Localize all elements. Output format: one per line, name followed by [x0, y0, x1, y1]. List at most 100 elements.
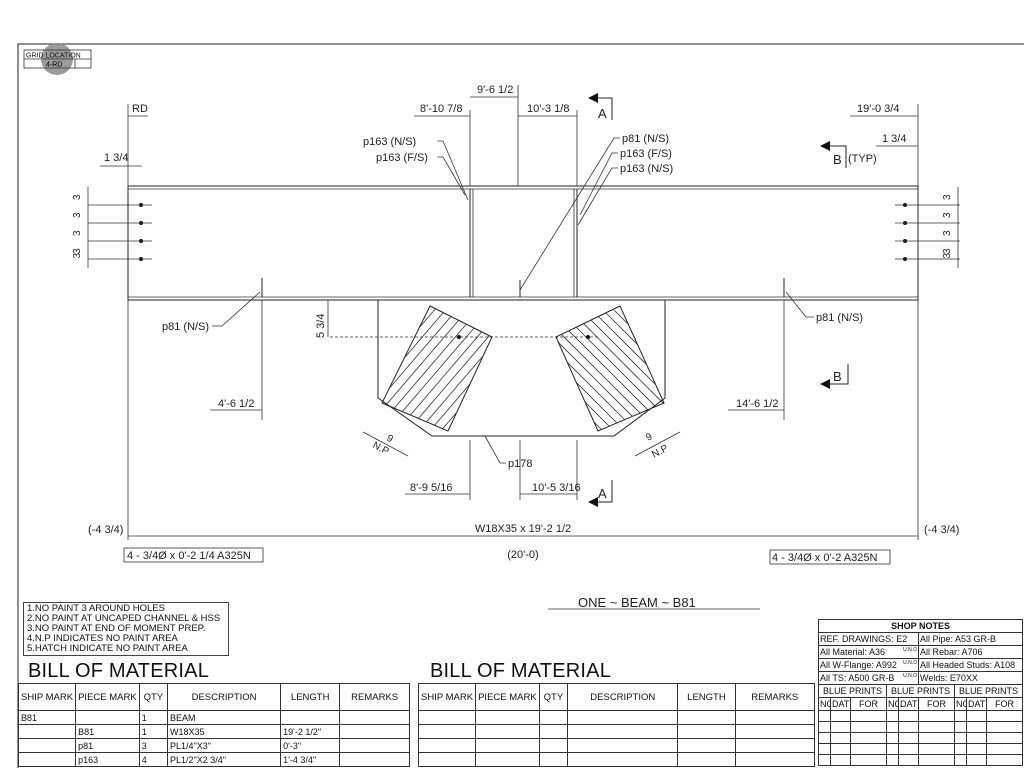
- end-offset-right: (-4 3/4): [924, 524, 959, 536]
- bolt-spacing-left: 3: [72, 230, 83, 236]
- bolt-spacing-right: 3: [942, 230, 953, 236]
- drawing-title: ONE ~ BEAM ~ B81: [578, 595, 696, 610]
- dim-14-6-1-2: 14'-6 1/2: [736, 398, 778, 410]
- col-header: SHIP MARK: [17, 683, 77, 711]
- np-right-label: N.P: [650, 443, 670, 461]
- studs-label: All Headed Studs:: [920, 660, 993, 670]
- beam-label: W18X35 x 19'-2 1/2: [475, 523, 571, 535]
- end-offset-left: (-4 3/4): [88, 524, 123, 536]
- table-cell: p81: [75, 738, 140, 753]
- table-cell: [339, 724, 410, 739]
- grid-location-box: GRID LOCATION 4-RD: [23, 43, 92, 75]
- table-cell: [339, 752, 410, 767]
- table-cell: B81: [17, 710, 77, 725]
- col-date: DATE: [898, 697, 919, 711]
- grid-location-value: 4-RD: [46, 62, 62, 69]
- col-header: REMARKS: [734, 683, 816, 711]
- dim-4-6-1-2: 4'-6 1/2: [218, 398, 254, 410]
- wflange-label: All W-Flange:: [820, 660, 874, 670]
- table-cell: 0'-3": [280, 738, 341, 753]
- dim-1-3-4-right: 1 3/4: [882, 133, 906, 145]
- grid-line-label: RD: [132, 103, 148, 115]
- table-cell: B81: [75, 724, 140, 739]
- blue-prints-header: BLUE PRINTS: [953, 684, 1024, 698]
- uno-label: U.N.O: [903, 673, 917, 679]
- material-value: A36: [869, 647, 886, 657]
- np-right-dim: 9: [644, 431, 654, 444]
- col-header: QTY: [138, 683, 169, 711]
- note-item: 2.NO PAINT AT UNCAPED CHANNEL & HSS: [27, 613, 221, 624]
- welds-label: Welds:: [920, 673, 948, 683]
- shop-notes: SHOP NOTES REF. DRAWINGS: E2 All Pipe: A5…: [817, 619, 1024, 766]
- col-header: PIECE MARK: [475, 683, 540, 711]
- dim-10-3-1-8: 10'-3 1/8: [527, 103, 569, 115]
- callout-p81-ns-top: p81 (N/S): [622, 133, 669, 145]
- table-cell: 1: [138, 724, 169, 739]
- shop-notes-table: SHOP NOTES REF. DRAWINGS: E2 All Pipe: A5…: [817, 619, 1024, 766]
- table-cell: [17, 738, 77, 753]
- col-date: DATE: [966, 697, 987, 711]
- section-marker-a-bottom: A: [588, 480, 613, 507]
- note-item: 3.NO PAINT AT END OF MOMENT PREP.: [27, 623, 206, 634]
- svg-text:A: A: [598, 106, 607, 121]
- ref-value: E2: [896, 634, 908, 644]
- bottom-dimensions: 8'-9 5/16 10'-5 3/16 W18X35 x 19'-2 1/2 …: [88, 300, 959, 610]
- bom-left-title: BILL OF MATERIAL: [28, 660, 210, 682]
- table-cell: BEAM: [167, 710, 282, 725]
- ref-label: REF. DRAWINGS:: [820, 634, 894, 644]
- col-for: FOR: [985, 697, 1024, 711]
- section-marker-b-top: B (TYP): [820, 141, 877, 168]
- col-header: LENGTH: [280, 683, 341, 711]
- dim-1-3-4-left: 1 3/4: [104, 152, 128, 164]
- table-cell: PL1/4"X3": [167, 738, 282, 753]
- dim-9-6-1-2: 9'-6 1/2: [477, 84, 513, 96]
- callout-p81-ns-right: p81 (N/S): [816, 312, 863, 324]
- ts-label: All TS:: [820, 673, 847, 683]
- note-item: 1.NO PAINT 3 AROUND HOLES: [27, 603, 165, 614]
- dim-8-10-7-8: 8'-10 7/8: [420, 103, 462, 115]
- callout-p81-ns-left: p81 (N/S): [162, 321, 209, 333]
- table-cell: [75, 710, 140, 725]
- bom-right-title: BILL OF MATERIAL: [430, 660, 612, 682]
- note-item: 5.HATCH INDICATE NO PAINT AREA: [27, 643, 188, 654]
- dim-5-3-4: 5 3/4: [315, 314, 327, 338]
- ts-value: A500 GR-B: [848, 673, 895, 683]
- top-dimensions: RD 8'-10 7/8 9'-6 1/2 10'-3 1/8 19'-0 3/…: [100, 84, 919, 186]
- table-cell: [339, 738, 410, 753]
- hatched-plate-right: [555, 305, 665, 432]
- col-header: REMARKS: [339, 683, 410, 711]
- bolt-spacing-left: 3: [72, 253, 83, 259]
- col-header: PIECE MARK: [75, 683, 140, 711]
- bolt-spacing-right: 3: [942, 194, 953, 200]
- bolt-spacing-left: 3: [72, 194, 83, 200]
- table-cell: W18X35: [167, 724, 282, 739]
- col-header: LENGTH: [677, 683, 736, 711]
- table-cell: [17, 752, 77, 767]
- table-cell: PL1/2"X2 3/4": [167, 752, 282, 767]
- pipe-value: A53 GR-B: [955, 634, 997, 644]
- table-cell: 3: [138, 738, 169, 753]
- sheet-border: [17, 43, 1024, 768]
- uno-label: U.N.O: [903, 660, 917, 666]
- hatched-plate-left: [381, 305, 493, 432]
- beam-elevation: [127, 185, 919, 301]
- beam-overall-length: (20'-0): [507, 549, 538, 561]
- table-cell: p163: [75, 752, 140, 767]
- col-for: FOR: [850, 697, 887, 711]
- col-no: NO.: [886, 697, 899, 711]
- bolt-spacing-left: 3: [72, 212, 83, 218]
- callout-p163-ns-left: p163 (N/S): [363, 136, 416, 148]
- shop-notes-title: SHOP NOTES: [817, 619, 1024, 633]
- dim-19-0-3-4: 19'-0 3/4: [857, 103, 899, 115]
- svg-text:B: B: [833, 152, 842, 167]
- table-cell: 1'-4 3/4": [280, 752, 341, 767]
- svg-text:(TYP): (TYP): [848, 153, 877, 165]
- bolt-spacing-right: 3: [942, 253, 953, 259]
- pipe-label: All Pipe:: [920, 634, 954, 644]
- col-header: QTY: [538, 683, 569, 711]
- rebar-label: All Rebar:: [920, 647, 960, 657]
